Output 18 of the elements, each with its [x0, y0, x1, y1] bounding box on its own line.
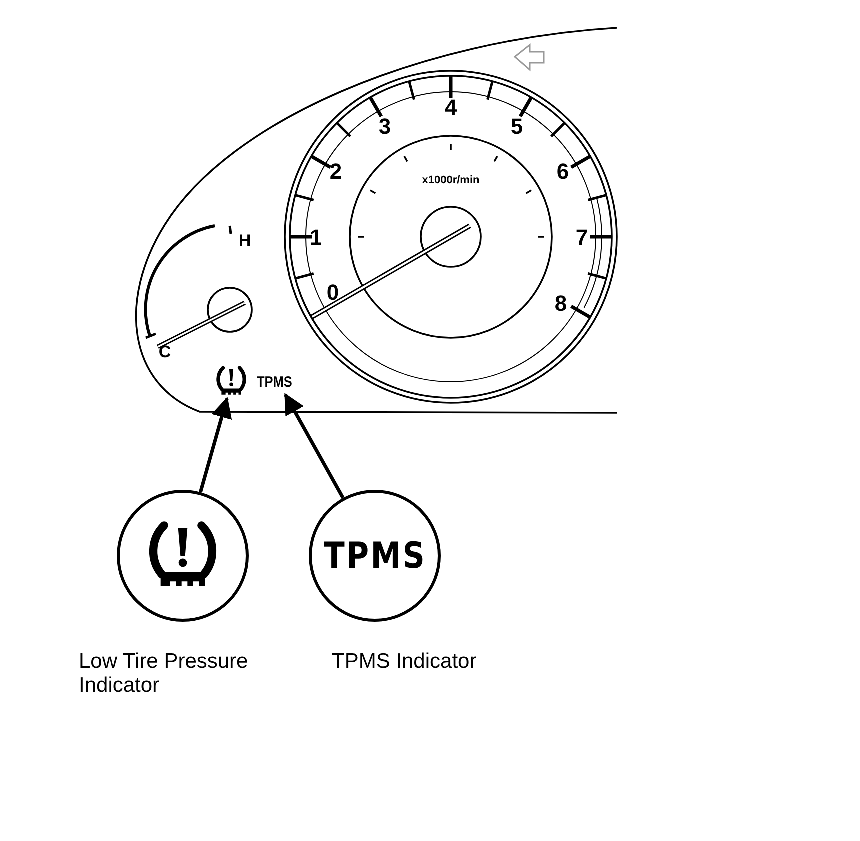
scale-number: 7	[576, 227, 588, 249]
scale-number: 3	[378, 116, 392, 138]
scale-number: 6	[556, 161, 570, 183]
gauge-mark-label: C	[158, 344, 172, 360]
scale-number: 1	[310, 227, 322, 249]
arrow	[199, 396, 232, 493]
callout-caption: Low Tire Pressure Indicator	[79, 650, 250, 698]
scale-number: 2	[330, 161, 342, 183]
arrow	[284, 393, 345, 499]
scale-number: 5	[510, 116, 524, 138]
indicator-text: TPMS	[324, 536, 426, 576]
scale-number: 0	[326, 282, 340, 304]
unit-label: x1000r/min	[422, 176, 480, 186]
callout-caption: TPMS Indicator	[332, 650, 478, 674]
gauge-mark-label: H	[238, 232, 252, 250]
scale-number: 8	[554, 293, 568, 315]
indicator-text: TPMS	[257, 373, 296, 393]
scale-number: 4	[444, 97, 458, 119]
